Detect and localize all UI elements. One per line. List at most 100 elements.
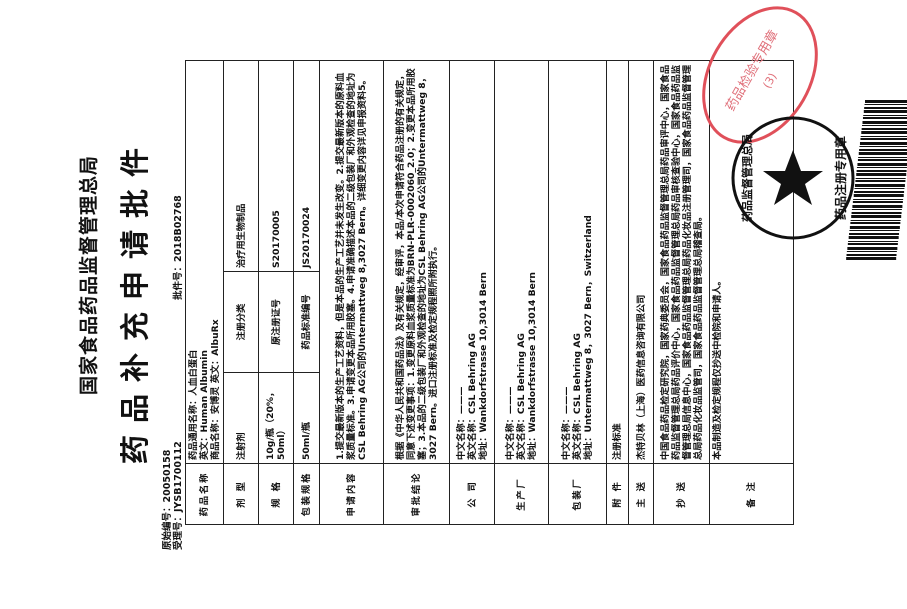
- barcode-bar: [852, 201, 903, 203]
- barcode-bar: [852, 205, 903, 208]
- row-packager: 包装厂 中文名称：——— 英文名称：CSL Behring AG 地址：Unte…: [548, 60, 607, 525]
- row-manufacturer: 生产厂 中文名称：——— 英文名称：CSL Behring AG 地址：Wank…: [494, 60, 549, 525]
- packager-cn: 中文名称：———: [561, 386, 572, 461]
- barcode-bar: [865, 100, 907, 103]
- label-cc: 抄 送: [653, 463, 710, 525]
- label-manufacturer: 生产厂: [494, 463, 549, 525]
- label-spec: 规 格: [258, 463, 294, 525]
- drug-english-name: 英文：Human Albumin: [199, 350, 210, 460]
- barcode-bar: [853, 199, 904, 200]
- packager-en: 英文名称：CSL Behring AG: [572, 333, 583, 460]
- barcode-bar: [862, 117, 907, 119]
- barcode-bar: [855, 178, 906, 179]
- barcode-bar: [851, 215, 902, 218]
- barcode-bar: [853, 194, 904, 197]
- label-main-recipient: 主 送: [628, 463, 654, 525]
- barcode-bar: [846, 251, 897, 252]
- label-content: 申请内容: [319, 463, 384, 525]
- original-no-label: 原始编号：: [162, 502, 173, 550]
- manufacturer-cn: 中文名称：———: [505, 386, 516, 461]
- barcode-bar: [846, 254, 897, 256]
- row-main-recipient: 主 送 杰特贝林（上海）医药信息咨询有限公司: [628, 60, 654, 525]
- barcode-bar: [848, 236, 899, 239]
- approval-document: 国家食品药品监督管理总局 药品补充申请批件 原始编号：20050158 受理号：…: [60, 20, 820, 580]
- original-no: 20050158: [162, 449, 173, 503]
- row-drug-name: 药品名称 药品通用名称：人血白蛋白 英文：Human Albumin 商品名称：…: [185, 60, 224, 525]
- barcode-bar: [863, 110, 907, 113]
- packager-address: 地址：Untermattweg 8，3027 Bern，Switzerland: [583, 215, 594, 460]
- manufacturer: 中文名称：——— 英文名称：CSL Behring AG 地址：Wankdorf…: [494, 60, 549, 464]
- company-en: 英文名称：CSL Behring AG: [466, 333, 478, 460]
- pack: 50ml/瓶: [293, 372, 320, 464]
- barcode-bar: [860, 138, 907, 140]
- row-attachment: 附 件 注册标准: [606, 60, 629, 525]
- document-title: 药品补充申请批件: [118, 136, 152, 465]
- cc: 中国食品药品检定研究院，国家药典委员会，国家食品药品监督管理总局药品审评中心，国…: [653, 60, 710, 464]
- reference-numbers: 原始编号：20050158 受理号：JYSB1700112: [162, 441, 184, 550]
- barcode-bar: [855, 180, 906, 182]
- label-drug-name: 药品名称: [185, 463, 224, 525]
- agency-name: 国家食品药品监督管理总局: [78, 155, 100, 396]
- content: 1.提交最新版本的生产工艺资料，但是本品的生产工艺并未发生改变。2.提交最新版本…: [319, 60, 384, 464]
- remarks: 本品制造及检定规程仅抄送中检院和申请人。: [709, 60, 794, 464]
- barcode-bar: [857, 163, 907, 166]
- barcode-bar: [858, 157, 907, 158]
- row-dosage-form: 剂 型 注射剂 注册分类 治疗用生物制品: [223, 60, 259, 525]
- barcode-bar: [862, 125, 907, 126]
- barcode-bar: [857, 159, 907, 161]
- barcode-bar: [861, 128, 907, 130]
- attachment: 注册标准: [606, 60, 629, 464]
- barcode-bar: [848, 241, 899, 242]
- label-packager: 包装厂: [548, 463, 607, 525]
- barcode-bar: [859, 146, 907, 147]
- label-reg-class: 注册分类: [223, 271, 259, 373]
- barcode-bar: [862, 121, 907, 124]
- row-pack: 包装规格 50ml/瓶 药品标准编号 JS20170024: [293, 60, 320, 525]
- barcode-bar: [847, 247, 898, 250]
- approval-no: 2018B02768: [173, 195, 184, 262]
- barcode: [846, 100, 907, 260]
- approval-number: 批件号：2018B02768: [173, 195, 184, 300]
- barcode-bar: [854, 191, 905, 193]
- approval-no-label: 批件号：: [173, 261, 184, 300]
- barcode-bar: [858, 152, 907, 155]
- row-content: 申请内容 1.提交最新版本的生产工艺资料，但是本品的生产工艺并未发生改变。2.提…: [319, 60, 384, 525]
- company-address: 地址：Wankdorfstrasse 10,3014 Bern: [477, 272, 489, 460]
- approval-table: 药品名称 药品通用名称：人血白蛋白 英文：Human Albumin 商品名称：…: [185, 60, 794, 525]
- label-std: 药品标准编号: [293, 271, 320, 373]
- barcode-bar: [856, 173, 907, 176]
- barcode-bar: [849, 230, 900, 231]
- barcode-bar: [850, 222, 901, 224]
- acceptance-no: JYSB1700112: [173, 441, 184, 512]
- drug-generic-name: 药品通用名称：人血白蛋白: [188, 349, 199, 460]
- barcode-bar: [846, 257, 897, 260]
- barcode-bar: [861, 131, 907, 134]
- company-cn: 中文名称：———: [455, 386, 467, 461]
- barcode-bar: [854, 184, 905, 187]
- manufacturer-en: 英文名称：CSL Behring AG: [516, 333, 527, 460]
- orig-reg: S20170005: [258, 60, 294, 272]
- spec: 10g/瓶（20%，50ml）: [258, 372, 294, 464]
- label-pack: 包装规格: [293, 463, 320, 525]
- drug-trade-name: 商品名称：安博灵 英文：AlbuRx: [210, 319, 221, 460]
- barcode-bar: [851, 212, 902, 214]
- label-attachment: 附 件: [606, 463, 629, 525]
- barcode-bar: [859, 149, 907, 151]
- barcode-bar: [849, 226, 900, 229]
- barcode-bar: [856, 167, 907, 168]
- barcode-bar: [851, 209, 902, 210]
- barcode-bar: [854, 188, 905, 189]
- barcode-bar: [849, 233, 900, 235]
- barcode-bar: [856, 170, 907, 172]
- barcode-bar: [860, 136, 907, 137]
- company: 中文名称：——— 英文名称：CSL Behring AG 地址：Wankdorf…: [449, 60, 495, 464]
- barcode-bar: [864, 107, 907, 109]
- label-conclusion: 审批结论: [383, 463, 450, 525]
- main-recipient: 杰特贝林（上海）医药信息咨询有限公司: [628, 60, 654, 464]
- row-company: 公 司 中文名称：——— 英文名称：CSL Behring AG 地址：Wank…: [449, 60, 495, 525]
- std: JS20170024: [293, 60, 320, 272]
- dosage-form: 注射剂: [223, 372, 259, 464]
- conclusion: 根据《中华人民共和国药品法》及有关规定，经审评，本品/本次申请符合药品注册的有关…: [383, 60, 450, 464]
- svg-text:药品注册专用章: 药品注册专用章: [833, 136, 848, 220]
- manufacturer-address: 地址：Wankdorfstrasse 10,3014 Bern: [527, 272, 538, 460]
